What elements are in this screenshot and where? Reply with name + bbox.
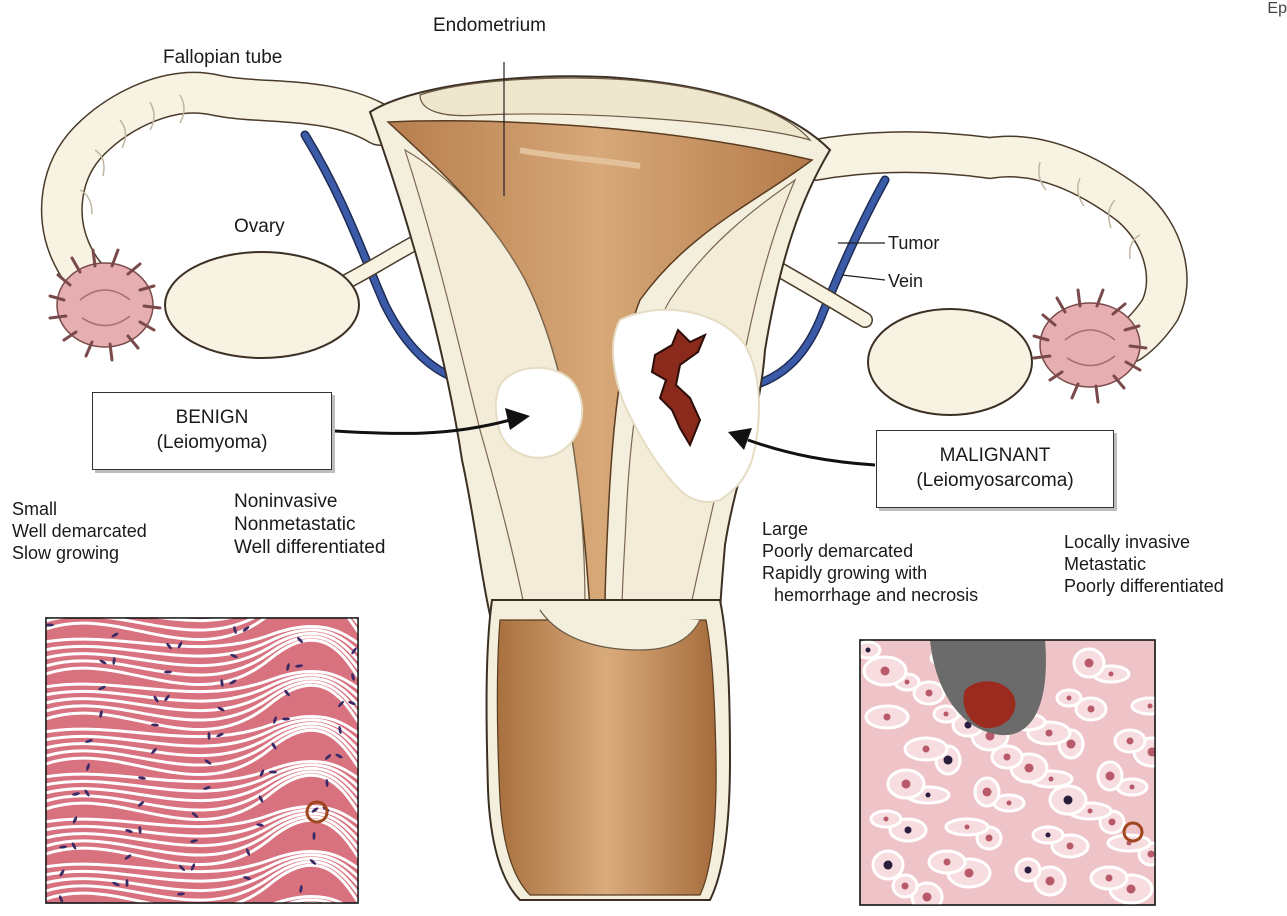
- cell-nucleus: [1025, 764, 1034, 773]
- fimbriae-right: [1034, 290, 1146, 402]
- histology-malignant: [856, 640, 1170, 911]
- ovary-right: [868, 309, 1032, 415]
- cell-nucleus: [1064, 796, 1073, 805]
- fiber-line: [30, 907, 380, 916]
- malignant-features-left: Large Poorly demarcated Rapidly growing …: [762, 518, 978, 606]
- malignant-label-box: MALIGNANT (Leiomyosarcoma): [876, 430, 1114, 508]
- cell-nucleus: [1067, 843, 1074, 850]
- cell-nucleus: [983, 788, 992, 797]
- malignant-features-right: Locally invasive Metastatic Poorly diffe…: [1064, 531, 1224, 597]
- list-item: Well differentiated: [234, 536, 385, 559]
- cell-nucleus: [1088, 809, 1093, 814]
- fiber-line: [30, 910, 380, 916]
- cell-nucleus: [923, 893, 932, 902]
- cell-nucleus: [1106, 772, 1115, 781]
- cell-nucleus: [1049, 777, 1054, 782]
- malignant-subtitle: (Leiomyosarcoma): [877, 468, 1113, 493]
- cell-nucleus: [926, 793, 931, 798]
- cell-nucleus: [1046, 833, 1051, 838]
- cell-nucleus: [1127, 738, 1134, 745]
- cell-nucleus: [944, 756, 953, 765]
- cell-nucleus: [884, 817, 889, 822]
- benign-features-left: Small Well demarcated Slow growing: [12, 498, 147, 564]
- cell-nucleus: [1046, 877, 1055, 886]
- cell-nucleus: [902, 780, 911, 789]
- cell-nucleus: [1127, 885, 1136, 894]
- label-vein: Vein: [888, 272, 923, 290]
- cell-nucleus: [884, 714, 891, 721]
- cell-nucleus: [1067, 696, 1072, 701]
- cell-nucleus: [1109, 672, 1114, 677]
- cell-nucleus: [1067, 740, 1076, 749]
- list-item: hemorrhage and necrosis: [762, 584, 978, 606]
- cell-nucleus: [986, 835, 993, 842]
- cell-nucleus: [1088, 706, 1095, 713]
- benign-label-box: BENIGN (Leiomyoma): [92, 392, 332, 470]
- cell-nucleus: [1046, 730, 1053, 737]
- list-item: Slow growing: [12, 542, 147, 564]
- malignant-title: MALIGNANT: [877, 443, 1113, 468]
- benign-subtitle: (Leiomyoma): [93, 430, 331, 455]
- cell-nucleus: [1148, 851, 1155, 858]
- list-item: Large: [762, 518, 978, 540]
- benign-title: BENIGN: [93, 405, 331, 430]
- list-item: Locally invasive: [1064, 531, 1224, 553]
- cell-nucleus: [926, 690, 933, 697]
- cell-nucleus: [902, 883, 909, 890]
- benign-features-right: Noninvasive Nonmetastatic Well different…: [234, 490, 385, 559]
- cell-nucleus: [944, 859, 951, 866]
- list-item: Rapidly growing with: [762, 562, 978, 584]
- cell-nucleus: [1085, 659, 1094, 668]
- cell-nucleus: [884, 861, 893, 870]
- list-item: Poorly differentiated: [1064, 575, 1224, 597]
- cell-nucleus: [965, 825, 970, 830]
- nucleus: [46, 624, 54, 627]
- cell-nucleus: [905, 680, 910, 685]
- cell-nucleus: [1148, 704, 1153, 709]
- cell-nucleus: [866, 648, 871, 653]
- cell-nucleus: [1007, 801, 1012, 806]
- list-item: Small: [12, 498, 147, 520]
- cell-nucleus: [965, 869, 974, 878]
- cell-nucleus: [905, 827, 912, 834]
- cell-nucleus: [1109, 819, 1116, 826]
- list-item: Poorly demarcated: [762, 540, 978, 562]
- fiber-line: [30, 581, 380, 604]
- fiber-line: [30, 903, 380, 916]
- cell-nucleus: [944, 712, 949, 717]
- cell-nucleus: [1130, 785, 1135, 790]
- label-tumor: Tumor: [888, 234, 939, 252]
- corner-text: Ep: [1267, 0, 1287, 18]
- histology-benign: [30, 581, 380, 916]
- label-fallopian-tube: Fallopian tube: [163, 48, 282, 67]
- cell-nucleus: [1106, 875, 1113, 882]
- cell-nucleus: [923, 746, 930, 753]
- fiber-line: [30, 585, 380, 615]
- ovary-left: [165, 252, 359, 358]
- list-item: Well demarcated: [12, 520, 147, 542]
- cell-nucleus: [1004, 754, 1011, 761]
- cell-nucleus: [881, 667, 890, 676]
- list-item: Noninvasive: [234, 490, 385, 513]
- list-item: Nonmetastatic: [234, 513, 385, 536]
- label-endometrium: Endometrium: [433, 16, 546, 35]
- cell-nucleus: [1025, 867, 1032, 874]
- leader-vein: [842, 275, 885, 280]
- list-item: Metastatic: [1064, 553, 1224, 575]
- label-ovary: Ovary: [234, 217, 285, 236]
